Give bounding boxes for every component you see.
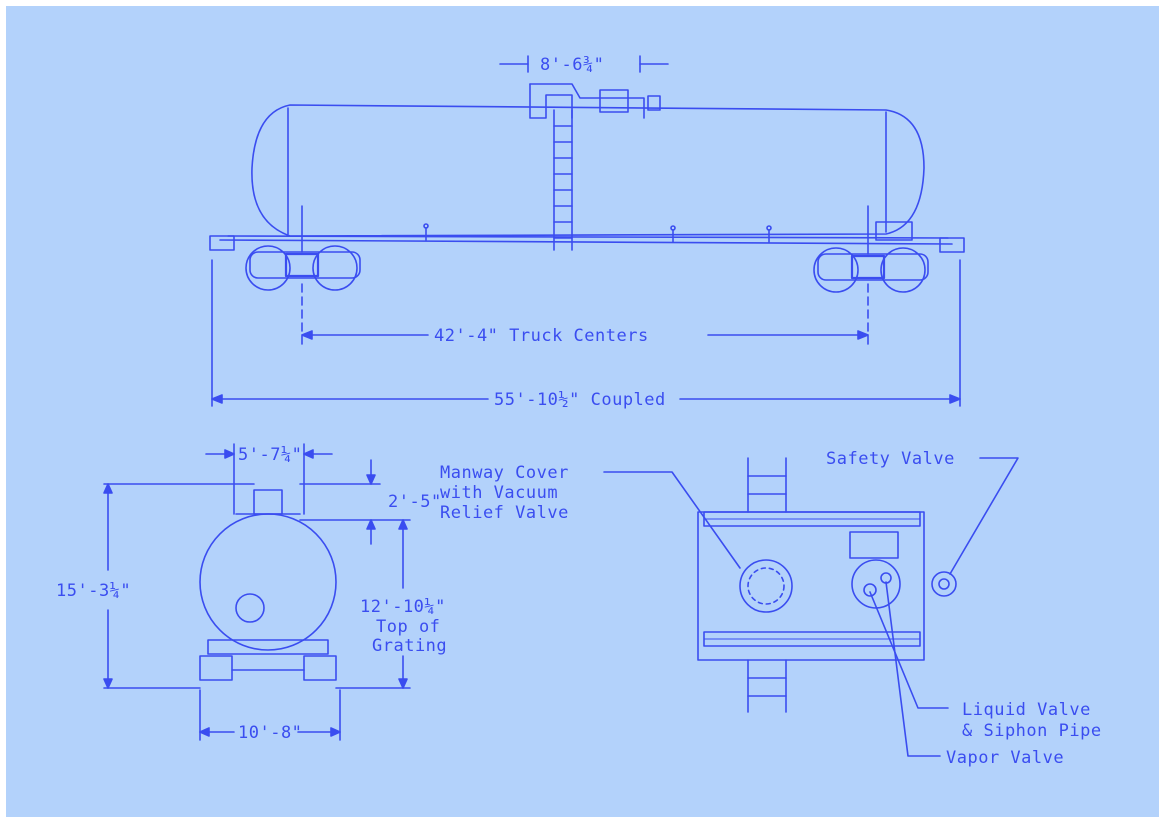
grating-label-2: Grating bbox=[372, 636, 447, 656]
top-ladder-lower bbox=[747, 659, 787, 713]
dim-truck-centers-label: 42'-4" Truck Centers bbox=[434, 326, 649, 346]
dim-dome-width bbox=[499, 55, 669, 73]
blueprint-sheet bbox=[6, 6, 1159, 817]
dim-dome-height-label: 2'-5" bbox=[388, 492, 442, 512]
manway-cover bbox=[739, 559, 793, 613]
coupler-left bbox=[209, 235, 235, 251]
dim-grating-height-label: 12'-10¼" bbox=[360, 597, 446, 617]
truck-left bbox=[245, 205, 361, 291]
dim-top-width bbox=[205, 443, 333, 515]
dome-left bbox=[529, 83, 573, 119]
leader-safety bbox=[949, 457, 1019, 575]
dim-base-width bbox=[199, 689, 341, 741]
top-tank-outline bbox=[697, 511, 925, 661]
tank-end bbox=[199, 513, 337, 651]
ladder-rungs bbox=[553, 125, 573, 239]
dome-box bbox=[599, 89, 629, 113]
tank-shell bbox=[251, 104, 925, 237]
dim-coupled-label: 55'-10½" Coupled bbox=[494, 390, 666, 410]
end-dome bbox=[253, 489, 283, 515]
vapor-valve-label: Vapor Valve bbox=[946, 748, 1064, 768]
underframe bbox=[219, 239, 953, 245]
dim-base-width-label: 10'-8" bbox=[238, 723, 302, 743]
grating-label-1: Top of bbox=[376, 617, 440, 637]
end-view bbox=[103, 443, 411, 741]
dim-dome-height bbox=[299, 459, 411, 545]
coupler-right bbox=[939, 237, 965, 253]
side-view bbox=[209, 55, 965, 407]
valve-cover bbox=[851, 559, 901, 609]
dim-grating-height bbox=[335, 519, 411, 689]
dome-valve bbox=[647, 95, 661, 111]
dim-coupled bbox=[211, 259, 961, 407]
end-underframe bbox=[207, 639, 329, 655]
safety-valve bbox=[931, 571, 957, 597]
liquid-valve-label-2: & Siphon Pipe bbox=[962, 721, 1102, 741]
top-ladder-upper bbox=[747, 457, 787, 513]
manway-label-1: Manway Cover bbox=[440, 463, 569, 483]
dim-overall-height bbox=[103, 483, 255, 689]
labels: 8'-6¾" 42'-4" Truck Centers 55'-10½" Cou… bbox=[56, 55, 1102, 768]
leader-manway bbox=[603, 471, 741, 569]
safety-valve-label: Safety Valve bbox=[826, 449, 955, 469]
dim-top-width-label: 5'-7¼" bbox=[238, 445, 302, 465]
leader-liquid bbox=[869, 591, 949, 709]
dim-dome-width-label: 8'-6¾" bbox=[540, 55, 604, 75]
end-valve bbox=[235, 593, 265, 623]
truck-right bbox=[813, 205, 929, 293]
dim-truck-centers bbox=[301, 283, 869, 345]
valve-box bbox=[849, 531, 899, 559]
manway-label-2: with Vacuum bbox=[440, 483, 558, 503]
manway-label-3: Relief Valve bbox=[440, 503, 569, 523]
liquid-valve-label-1: Liquid Valve bbox=[962, 700, 1091, 720]
dim-overall-height-label: 15'-3¼" bbox=[56, 581, 131, 601]
top-view bbox=[603, 457, 1019, 757]
leader-vapor bbox=[885, 581, 941, 757]
